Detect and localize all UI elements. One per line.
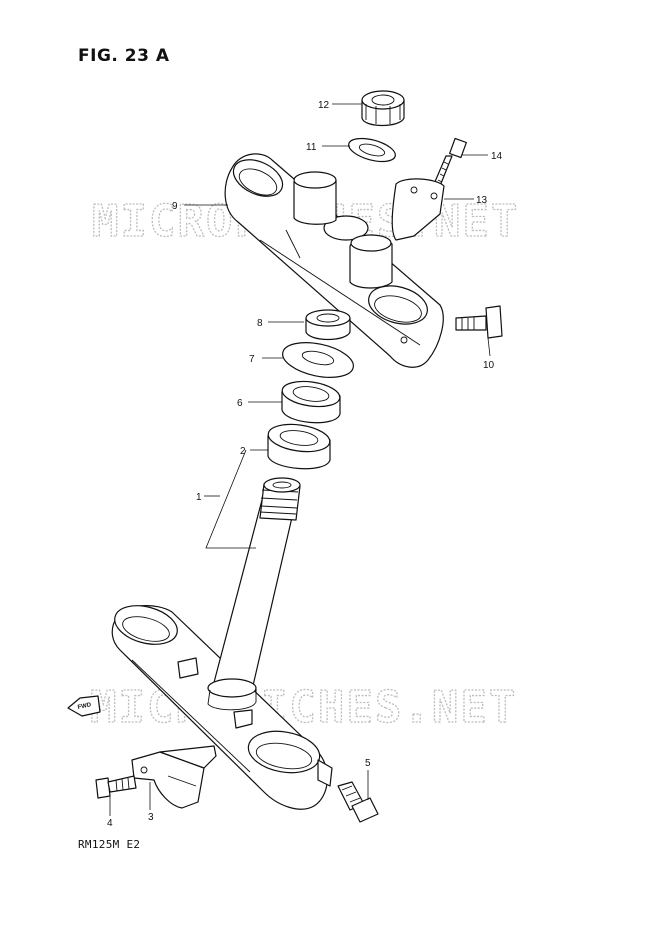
- callout-2: 2: [240, 446, 246, 457]
- figure-title: FIG. 23 A: [78, 46, 170, 66]
- callout-10: 10: [483, 360, 495, 371]
- bearing-lower[interactable]: [266, 421, 331, 470]
- handlebar-holder[interactable]: [391, 178, 445, 241]
- callout-12: 12: [318, 100, 330, 111]
- pinch-bolt-upper[interactable]: [455, 305, 503, 339]
- callout-11: 11: [306, 142, 317, 153]
- pinch-bolt-lower[interactable]: [337, 781, 379, 823]
- callout-14: 14: [491, 151, 503, 162]
- model-code: RM125M E2: [78, 838, 141, 851]
- callout-8: 8: [257, 318, 263, 329]
- callout-13: 13: [476, 195, 488, 206]
- callout-labels: 1 2 3 4 5 6 7 8 9 10 11 12 13 14: [107, 100, 503, 829]
- callout-7: 7: [249, 354, 255, 365]
- upper-bracket[interactable]: [224, 153, 444, 368]
- dust-seal-washer[interactable]: [279, 337, 356, 383]
- callout-1: 1: [196, 492, 202, 503]
- washer-upper[interactable]: [346, 134, 398, 166]
- callout-3: 3: [148, 812, 154, 823]
- cable-guide[interactable]: [131, 745, 217, 809]
- steering-nut[interactable]: [361, 90, 405, 127]
- callout-5: 5: [365, 758, 371, 769]
- callout-4: 4: [107, 818, 113, 829]
- callout-9: 9: [172, 201, 178, 212]
- handlebar-bolt[interactable]: [433, 137, 467, 187]
- leader-lines: [109, 103, 491, 816]
- watermark-bottom: MICROFICHES.NET: [90, 682, 517, 733]
- bearing-upper[interactable]: [281, 378, 342, 424]
- steering-stem[interactable]: [110, 477, 333, 810]
- lock-nut[interactable]: [305, 309, 351, 341]
- forward-arrow: FWD: [67, 695, 101, 717]
- guide-bolt[interactable]: [95, 775, 137, 799]
- fwd-label: FWD: [77, 702, 92, 711]
- callout-6: 6: [237, 398, 243, 409]
